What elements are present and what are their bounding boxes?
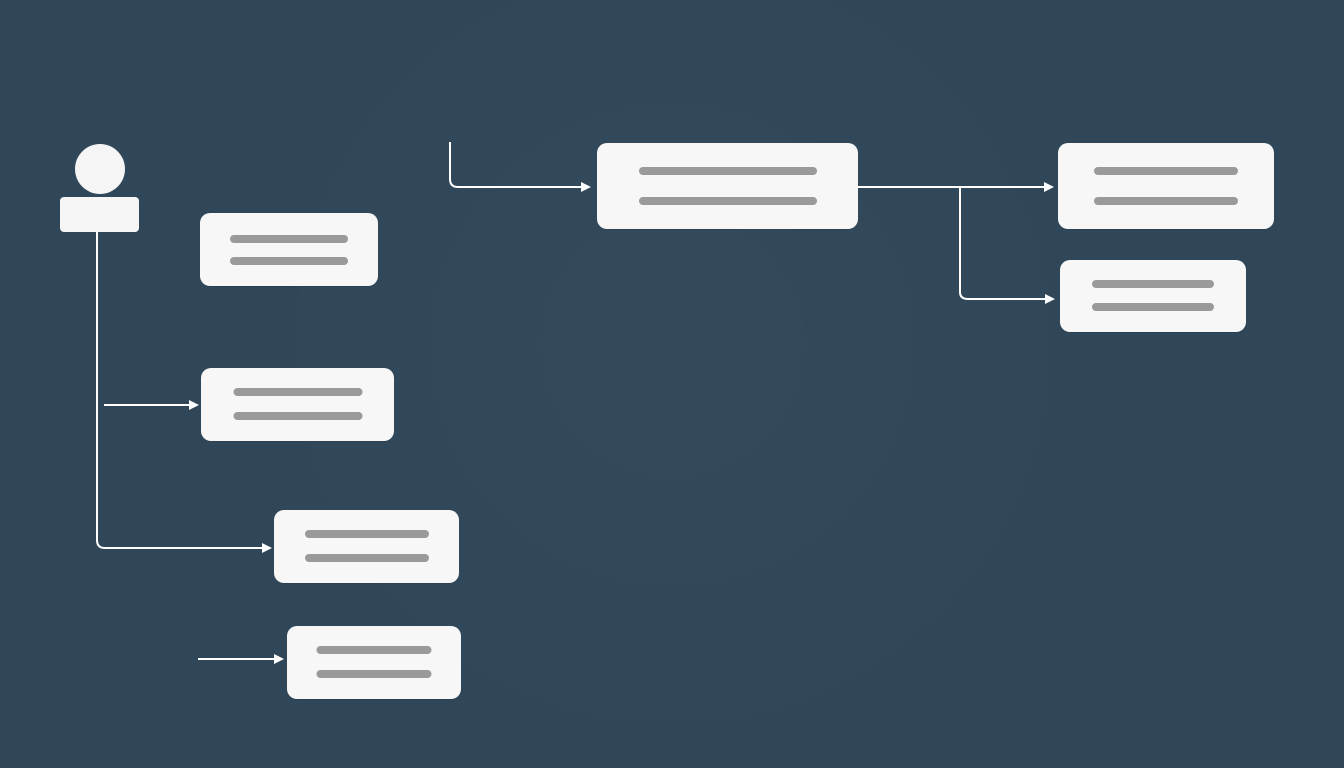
flow-source-card: [597, 143, 858, 229]
actor-head-icon: [75, 144, 125, 194]
placeholder-line-bottom: [304, 554, 429, 562]
actor-body-icon: [60, 197, 139, 232]
placeholder-line-bottom: [316, 670, 432, 678]
placeholder-line-bottom: [230, 257, 348, 265]
left-card-3: [274, 510, 459, 583]
placeholder-line-bottom: [1094, 197, 1238, 205]
placeholder-line-bottom: [638, 197, 817, 205]
placeholder-line-bottom: [233, 412, 362, 420]
left-card-2: [201, 368, 394, 441]
placeholder-line-top: [1094, 167, 1238, 175]
placeholder-line-top: [638, 167, 817, 175]
connector-actor-to-left-card-3: [96, 405, 272, 553]
left-card-4: [287, 626, 461, 699]
connector-flow-source-to-flow-target-bottom: [959, 187, 1055, 304]
placeholder-line-top: [233, 388, 362, 396]
placeholder-line-top: [304, 530, 429, 538]
connector-external-to-flow-source: [449, 142, 591, 192]
flow-target-bottom-card: [1060, 260, 1246, 332]
flow-target-top-card: [1058, 143, 1274, 229]
placeholder-line-bottom: [1092, 303, 1214, 311]
placeholder-line-top: [230, 235, 348, 243]
placeholder-line-top: [316, 646, 432, 654]
left-card-1: [200, 213, 378, 286]
placeholder-line-top: [1092, 280, 1214, 288]
